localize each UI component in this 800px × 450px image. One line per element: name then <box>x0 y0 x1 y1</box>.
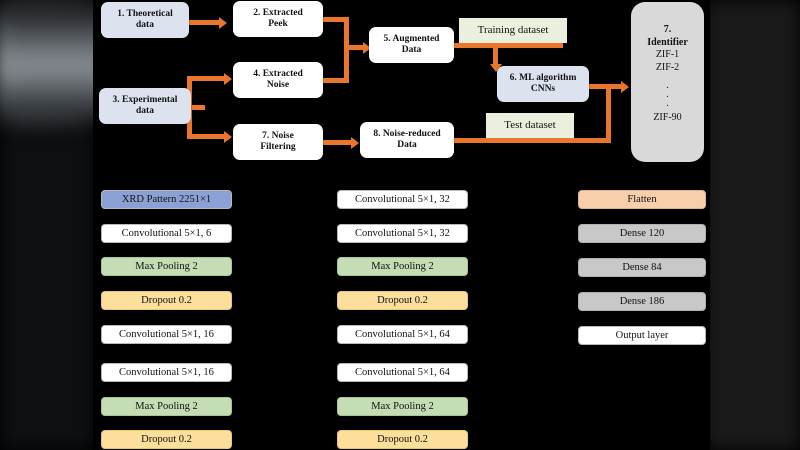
arrowhead-n1-to-n2 <box>219 16 227 29</box>
dataset-box-test[interactable]: Test dataset <box>486 113 574 138</box>
layer-box-maxpool-2-b[interactable]: Max Pooling 2 <box>101 397 232 416</box>
layer-label: Dense 84 <box>622 261 662 273</box>
layer-label: XRD Pattern 2251×1 <box>121 193 212 205</box>
layer-label: Convolutional 5×1, 32 <box>355 193 450 205</box>
connector-n7-to-n8 <box>321 140 353 145</box>
identifier-title-number: 7. <box>663 24 672 35</box>
identifier-item-zif-2: ZIF-2 <box>655 61 680 73</box>
arrowhead-merge-to-n5 <box>363 41 371 54</box>
connector-merge-to-n5 <box>344 45 366 50</box>
layer-label: Convolutional 5×1, 32 <box>355 227 450 239</box>
identifier-title: Identifier <box>647 36 688 48</box>
layer-box-maxpool-2-a[interactable]: Max Pooling 2 <box>101 257 232 276</box>
identifier-ellipsis-dot: . <box>666 98 669 109</box>
layer-label: Max Pooling 2 <box>135 260 198 272</box>
layer-label: Dropout 0.2 <box>377 294 428 306</box>
layer-label: Dense 120 <box>619 227 665 239</box>
layer-box-conv-5x1-64-b[interactable]: Convolutional 5×1, 64 <box>337 363 468 382</box>
connector-n6-to-identifier <box>585 84 624 89</box>
arrowhead-n3-to-n4 <box>224 72 232 85</box>
layer-label: Convolutional 5×1, 64 <box>355 366 450 378</box>
layer-box-dense-120[interactable]: Dense 120 <box>578 224 706 243</box>
layer-label: Convolutional 5×1, 16 <box>119 328 214 340</box>
layer-box-conv-5x1-6[interactable]: Convolutional 5×1, 6 <box>101 224 232 243</box>
identifier-item-zif-90: ZIF-90 <box>653 112 682 123</box>
layer-label: Dropout 0.2 <box>377 433 428 445</box>
connector-n5-to-train <box>451 43 563 48</box>
identifier-ellipsis-dot: . <box>666 89 669 100</box>
layer-box-maxpool-2-c[interactable]: Max Pooling 2 <box>337 257 468 276</box>
connector-n3-stem <box>187 105 205 110</box>
layer-label: Dropout 0.2 <box>141 294 192 306</box>
layer-label: Max Pooling 2 <box>135 400 198 412</box>
connector-n8-to-test <box>451 138 611 143</box>
arrowhead-n3-to-n7 <box>224 130 232 143</box>
identifier-panel[interactable]: 7. Identifier ZIF-1 ZIF-2 . . . ZIF-90 <box>631 2 704 162</box>
layer-label: Output layer <box>615 329 669 341</box>
layer-label: Convolutional 5×1, 6 <box>121 227 212 239</box>
layer-box-conv-5x1-16-b[interactable]: Convolutional 5×1, 16 <box>101 363 232 382</box>
dataset-label: Test dataset <box>504 119 556 132</box>
layer-label: Convolutional 5×1, 64 <box>355 328 450 340</box>
layer-label: Dropout 0.2 <box>141 433 192 445</box>
layer-label: Dense 186 <box>619 295 665 307</box>
layer-label: Max Pooling 2 <box>371 260 434 272</box>
layer-box-dropout-02-a[interactable]: Dropout 0.2 <box>101 291 232 310</box>
blurred-top-left-glow <box>0 0 110 120</box>
layer-box-dropout-02-b[interactable]: Dropout 0.2 <box>101 430 232 449</box>
dataset-label: Training dataset <box>477 24 549 37</box>
identifier-ellipsis-dot: . <box>666 80 669 91</box>
layer-box-conv-5x1-32-a[interactable]: Convolutional 5×1, 32 <box>337 190 468 209</box>
layer-box-maxpool-2-d[interactable]: Max Pooling 2 <box>337 397 468 416</box>
layer-box-conv-5x1-64-a[interactable]: Convolutional 5×1, 64 <box>337 325 468 344</box>
layer-box-output-layer[interactable]: Output layer <box>578 326 706 345</box>
connector-n2-out <box>321 17 349 22</box>
blurred-right-backdrop <box>705 0 800 450</box>
layer-box-dropout-02-c[interactable]: Dropout 0.2 <box>337 291 468 310</box>
layer-box-conv-5x1-16-a[interactable]: Convolutional 5×1, 16 <box>101 325 232 344</box>
connector-merge-bar <box>344 17 349 83</box>
connector-train-down <box>493 43 498 67</box>
layer-box-conv-5x1-32-b[interactable]: Convolutional 5×1, 32 <box>337 224 468 243</box>
dataset-box-training[interactable]: Training dataset <box>459 18 567 43</box>
connector-test-up <box>606 84 611 143</box>
arrowhead-to-identifier <box>621 80 629 93</box>
identifier-item-zif-1: ZIF-1 <box>655 49 680 60</box>
connector-n3-to-n7 <box>187 134 227 139</box>
layer-box-flatten[interactable]: Flatten <box>578 190 706 209</box>
layer-label: Flatten <box>627 193 657 205</box>
layer-box-dense-186[interactable]: Dense 186 <box>578 292 706 311</box>
arrowhead-n7-to-n8 <box>351 136 359 149</box>
connector-n1-to-n2 <box>187 20 221 25</box>
arrowhead-train-to-n6 <box>489 64 502 72</box>
layer-label: Max Pooling 2 <box>371 400 434 412</box>
connector-n3-to-n4 <box>187 76 227 81</box>
layer-box-xrd-pattern[interactable]: XRD Pattern 2251×1 <box>101 190 232 209</box>
layer-label: Convolutional 5×1, 16 <box>119 366 214 378</box>
layer-box-dense-84[interactable]: Dense 84 <box>578 258 706 277</box>
connector-n4-out <box>321 78 349 83</box>
layer-box-dropout-02-d[interactable]: Dropout 0.2 <box>337 430 468 449</box>
